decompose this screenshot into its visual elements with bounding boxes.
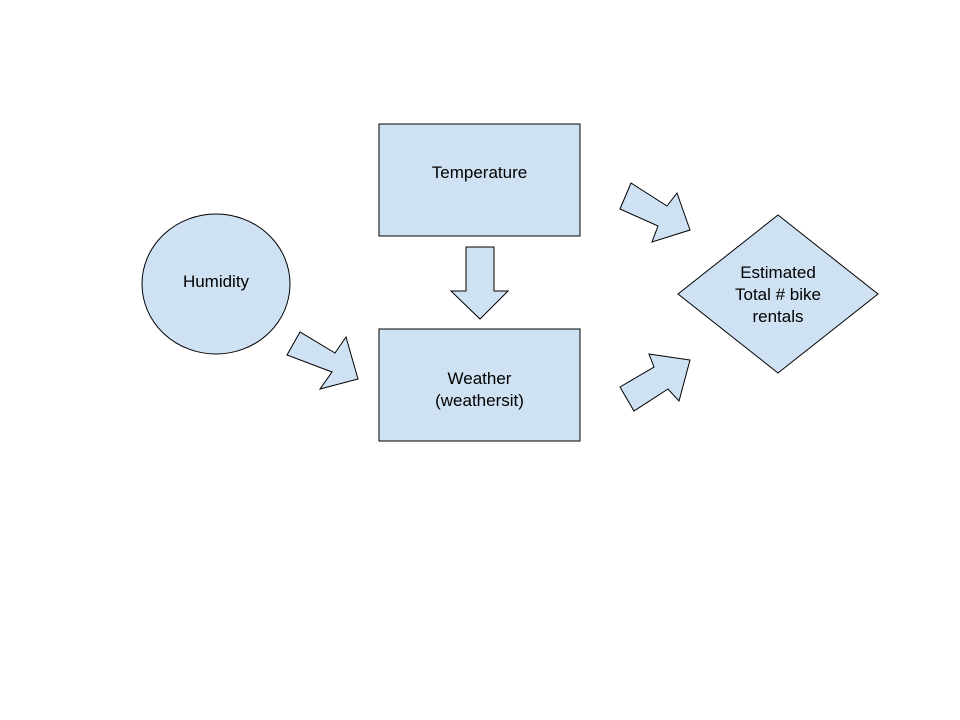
node-humidity: Humidity	[141, 213, 291, 355]
arrow-weather-to-estimated	[619, 353, 691, 412]
node-weather: Weather (weathersit)	[378, 328, 581, 442]
node-estimated: Estimated Total # bike rentals	[677, 214, 879, 374]
estimated-label-line-3: rentals	[752, 307, 803, 326]
arrow-humidity-to-weather	[286, 331, 359, 390]
arrow-temperature-to-weather	[449, 246, 510, 320]
arrow-temperature-to-estimated	[619, 182, 691, 243]
weather-label-line-2: (weathersit)	[435, 391, 524, 410]
estimated-label-line-1: Estimated	[740, 263, 816, 282]
humidity-circle	[141, 213, 291, 355]
temperature-label: Temperature	[432, 163, 527, 182]
weather-box	[378, 328, 581, 442]
node-temperature: Temperature	[378, 123, 581, 237]
estimated-diamond	[677, 214, 879, 374]
weather-label-line-1: Weather	[448, 369, 512, 388]
humidity-label: Humidity	[183, 272, 250, 291]
temperature-box	[378, 123, 581, 237]
estimated-label-line-2: Total # bike	[735, 285, 821, 304]
